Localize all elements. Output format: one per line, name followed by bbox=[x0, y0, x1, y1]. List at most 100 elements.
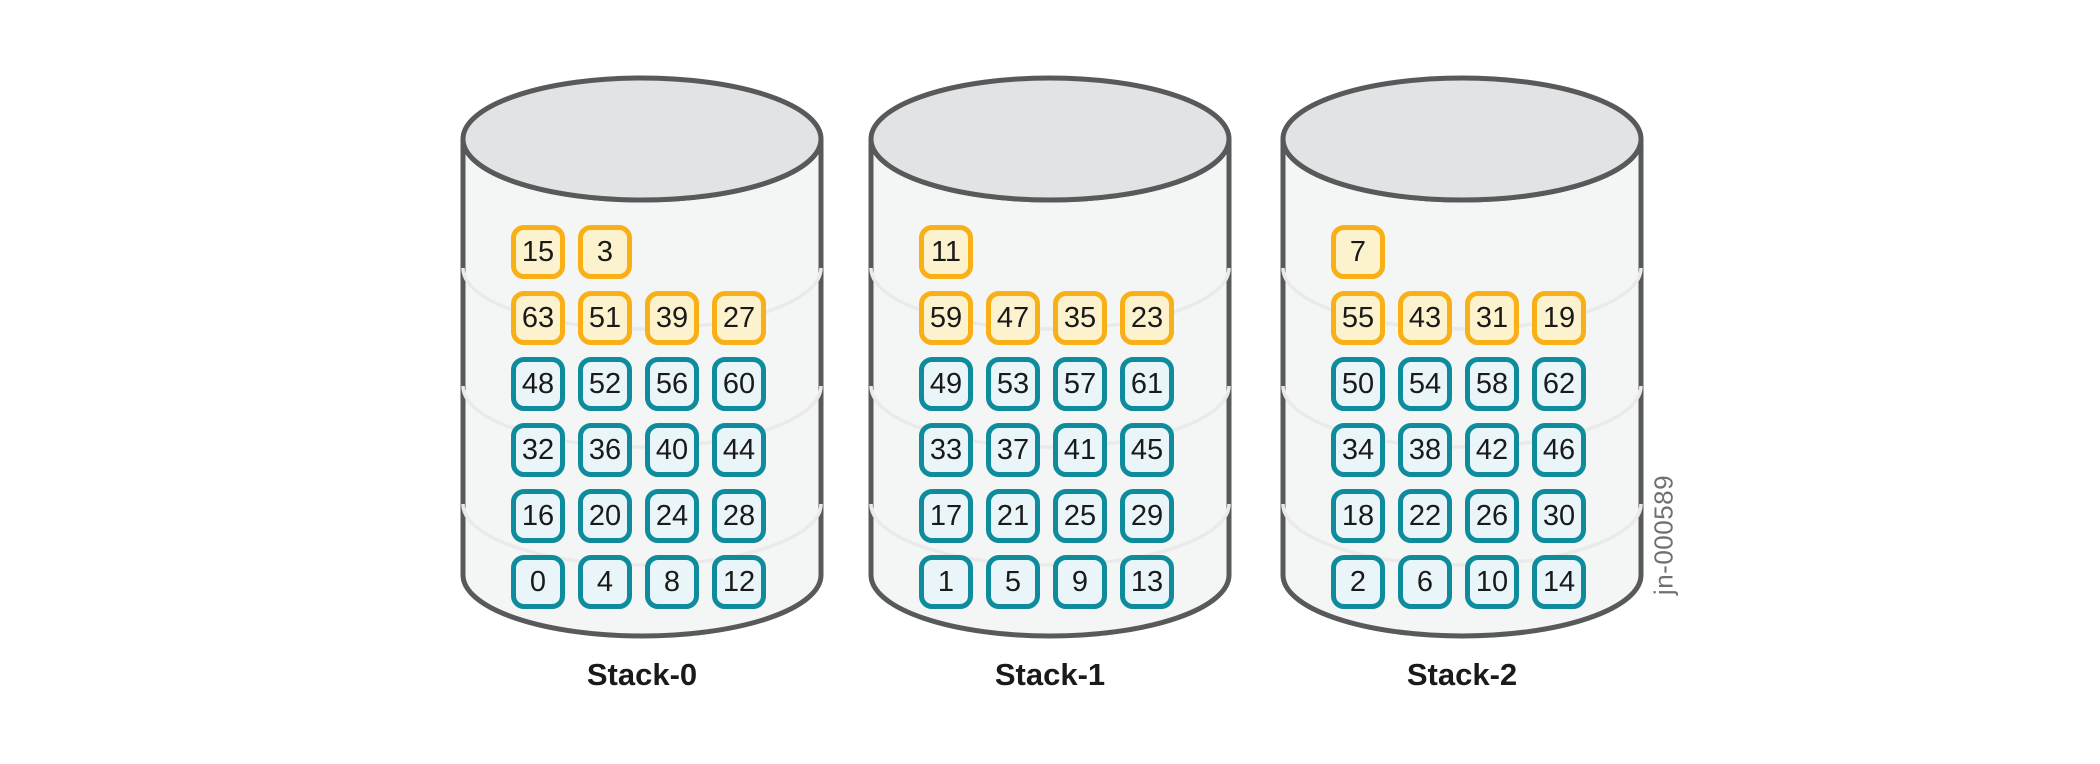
disk-cell: 12 bbox=[712, 555, 766, 609]
disk-cell: 55 bbox=[1331, 291, 1385, 345]
disk-cell: 56 bbox=[645, 357, 699, 411]
disk-cell: 45 bbox=[1120, 423, 1174, 477]
disk-cell: 26 bbox=[1465, 489, 1519, 543]
disk-cell: 21 bbox=[986, 489, 1040, 543]
disk-cell: 14 bbox=[1532, 555, 1586, 609]
disk-cell: 46 bbox=[1532, 423, 1586, 477]
disk-cell: 47 bbox=[986, 291, 1040, 345]
cylinder-inner-arc bbox=[869, 385, 1231, 449]
disk-cell: 7 bbox=[1331, 225, 1385, 279]
stack-2-label: Stack-2 bbox=[1406, 657, 1518, 692]
disk-cell: 57 bbox=[1053, 357, 1107, 411]
disk-cell: 50 bbox=[1331, 357, 1385, 411]
cylinder-inner-arc bbox=[461, 385, 823, 449]
disk-cell-row: 7 bbox=[1331, 225, 1385, 279]
disk-cell: 38 bbox=[1398, 423, 1452, 477]
cylinder-top-ellipse bbox=[1280, 75, 1644, 203]
cylinder-inner-arc bbox=[461, 267, 823, 331]
disk-cell: 11 bbox=[919, 225, 973, 279]
disk-cell: 19 bbox=[1532, 291, 1586, 345]
cylinder-inner-arc bbox=[1281, 503, 1643, 567]
disk-cell: 10 bbox=[1465, 555, 1519, 609]
disk-cell: 60 bbox=[712, 357, 766, 411]
disk-cell: 13 bbox=[1120, 555, 1174, 609]
disk-cell: 22 bbox=[1398, 489, 1452, 543]
disk-cell: 17 bbox=[919, 489, 973, 543]
disk-cell: 31 bbox=[1465, 291, 1519, 345]
disk-cell: 62 bbox=[1532, 357, 1586, 411]
disk-cell: 35 bbox=[1053, 291, 1107, 345]
disk-cell: 54 bbox=[1398, 357, 1452, 411]
disk-cell: 28 bbox=[712, 489, 766, 543]
disk-cell: 24 bbox=[645, 489, 699, 543]
disk-cell: 51 bbox=[578, 291, 632, 345]
disk-cell: 63 bbox=[511, 291, 565, 345]
figure-id-label: jn-000589 bbox=[1648, 474, 1679, 596]
disk-cell: 6 bbox=[1398, 555, 1452, 609]
disk-cell: 23 bbox=[1120, 291, 1174, 345]
disk-cell: 1 bbox=[919, 555, 973, 609]
stack-0-label: Stack-0 bbox=[586, 657, 698, 692]
disk-cell: 52 bbox=[578, 357, 632, 411]
disk-cell: 33 bbox=[919, 423, 973, 477]
cylinder-inner-arc bbox=[461, 503, 823, 567]
disk-cell: 48 bbox=[511, 357, 565, 411]
disk-cell: 29 bbox=[1120, 489, 1174, 543]
disk-cell: 3 bbox=[578, 225, 632, 279]
disk-cell-row: 11 bbox=[919, 225, 973, 279]
disk-cell: 4 bbox=[578, 555, 632, 609]
cylinder-inner-arc bbox=[869, 267, 1231, 331]
disk-cell: 15 bbox=[511, 225, 565, 279]
disk-cell: 39 bbox=[645, 291, 699, 345]
disk-cell: 37 bbox=[986, 423, 1040, 477]
disk-cell: 20 bbox=[578, 489, 632, 543]
disk-cell: 43 bbox=[1398, 291, 1452, 345]
disk-cell: 27 bbox=[712, 291, 766, 345]
disk-cell: 32 bbox=[511, 423, 565, 477]
disk-cell: 44 bbox=[712, 423, 766, 477]
cylinder-top-ellipse bbox=[460, 75, 824, 203]
disk-cell: 18 bbox=[1331, 489, 1385, 543]
cylinder-inner-arc bbox=[1281, 267, 1643, 331]
disk-cell: 34 bbox=[1331, 423, 1385, 477]
disk-cell: 42 bbox=[1465, 423, 1519, 477]
disk-cell: 61 bbox=[1120, 357, 1174, 411]
cylinder-inner-arc bbox=[869, 503, 1231, 567]
disk-cell: 5 bbox=[986, 555, 1040, 609]
disk-cell: 58 bbox=[1465, 357, 1519, 411]
disk-cell: 30 bbox=[1532, 489, 1586, 543]
disk-cell: 25 bbox=[1053, 489, 1107, 543]
stack-1-label: Stack-1 bbox=[994, 657, 1106, 692]
disk-cell: 9 bbox=[1053, 555, 1107, 609]
disk-cell: 2 bbox=[1331, 555, 1385, 609]
disk-cell: 41 bbox=[1053, 423, 1107, 477]
disk-cell: 53 bbox=[986, 357, 1040, 411]
disk-cell: 0 bbox=[511, 555, 565, 609]
disk-cell: 16 bbox=[511, 489, 565, 543]
disk-cell: 40 bbox=[645, 423, 699, 477]
disk-cell: 59 bbox=[919, 291, 973, 345]
disk-cell: 8 bbox=[645, 555, 699, 609]
disk-cell: 36 bbox=[578, 423, 632, 477]
cylinder-inner-arc bbox=[1281, 385, 1643, 449]
